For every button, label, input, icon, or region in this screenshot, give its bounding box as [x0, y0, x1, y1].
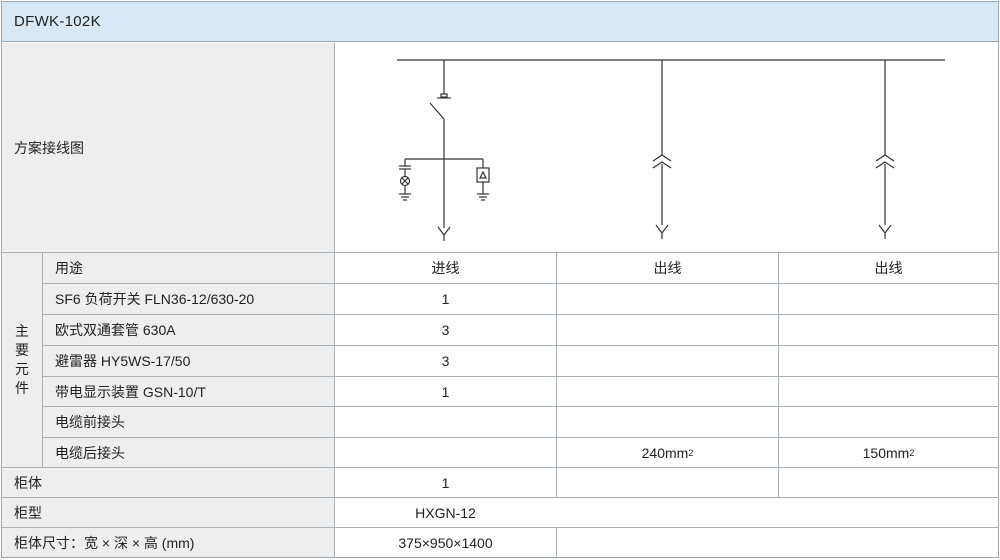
grid-line: [42, 253, 43, 467]
switch-blade: [429, 102, 445, 120]
indicator-lamp: [399, 175, 411, 187]
row-label-cabinet: 柜体: [2, 468, 334, 497]
bushing-2: [875, 161, 895, 169]
wiring-diagram: [397, 59, 945, 241]
row-label-live-display: 带电显示装置 GSN-10/T: [43, 377, 334, 406]
row-label-arrester: 避雷器 HY5WS-17/50: [43, 346, 334, 376]
row-label-bushing: 欧式双通套管 630A: [43, 315, 334, 345]
usage-col2: 出线: [653, 260, 682, 276]
grid-line: [334, 43, 335, 557]
cable-head-1: [655, 224, 669, 234]
diagram-label: 方案接线图: [2, 43, 334, 252]
usage-col3: 出线: [874, 260, 903, 276]
live-display-col1: 1: [441, 383, 450, 400]
bushing-1: [652, 161, 672, 169]
grid-line: [42, 437, 998, 438]
row-label-rear-cable: 电缆后接头: [43, 438, 334, 467]
grid-line: [556, 253, 557, 497]
grid-line: [778, 253, 779, 497]
row-label-cabinet-size: 柜体尺寸：宽 × 深 × 高 (mm): [2, 528, 334, 557]
switch-contact: [440, 93, 448, 98]
grid-line: [2, 527, 998, 528]
row-label-cabinet-type: 柜型: [2, 498, 334, 527]
grid-line: [42, 283, 998, 284]
arrester-col1: 3: [441, 353, 450, 369]
cable-head: [437, 226, 451, 236]
grid-line: [556, 528, 557, 557]
model-title: DFWK-102K: [2, 2, 998, 42]
cable-head-2: [878, 224, 892, 234]
row-label-front-cable: 电缆前接头: [43, 407, 334, 437]
grid-line: [42, 314, 998, 315]
cabinet-col1: 1: [441, 474, 450, 491]
cabinet-type-value: HXGN-12: [415, 504, 476, 521]
grid-line: [2, 252, 998, 253]
main-components-label: 主 要 元 件: [2, 253, 42, 467]
grid-line: [42, 406, 998, 407]
grid-line: [2, 467, 998, 468]
bushing-col1: 3: [441, 322, 450, 338]
surge-arrester: [476, 167, 490, 183]
usage-col1: 进线: [431, 260, 460, 276]
grid-line: [42, 345, 998, 346]
load-switch-col1: 1: [441, 291, 450, 307]
grid-line: [2, 497, 998, 498]
cabinet-size-value: 375×950×1400: [398, 534, 493, 551]
row-label-load-switch: SF6 负荷开关 FLN36-12/630-20: [43, 284, 334, 314]
row-label-usage: 用途: [43, 253, 334, 283]
grid-line: [42, 376, 998, 377]
